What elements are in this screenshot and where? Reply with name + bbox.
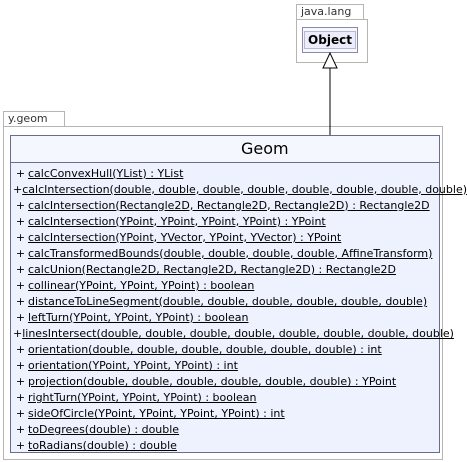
method-signature: toRadians(double) : double — [28, 439, 177, 453]
package-tab-y-geom: y.geom — [3, 111, 65, 126]
method-visibility: + — [15, 198, 26, 212]
method-row[interactable]: +calcTransformedBounds(double, double, d… — [13, 245, 439, 261]
method-visibility: + — [15, 439, 26, 453]
method-signature: distanceToLineSegment(double, double, do… — [28, 294, 428, 308]
method-signature: calcIntersection(double, double, double,… — [22, 182, 467, 196]
package-label-y-geom: y.geom — [8, 112, 48, 125]
class-geom[interactable]: Geom +calcConvexHull(YList) : YList+calc… — [10, 135, 467, 454]
method-visibility: + — [15, 343, 26, 357]
method-visibility: + — [15, 214, 26, 228]
method-visibility: + — [15, 294, 26, 308]
method-list: +calcConvexHull(YList) : YList+calcInter… — [11, 163, 467, 454]
method-visibility: + — [15, 278, 26, 292]
method-row[interactable]: +toRadians(double) : double — [13, 438, 439, 454]
method-row[interactable]: +calcConvexHull(YList) : YList — [13, 165, 439, 181]
method-row[interactable]: +linesIntersect(double, double, double, … — [13, 325, 454, 341]
method-visibility: + — [15, 407, 26, 421]
method-signature: calcUnion(Rectangle2D, Rectangle2D, Rect… — [28, 262, 397, 276]
method-signature: calcIntersection(Rectangle2D, Rectangle2… — [28, 198, 430, 212]
method-signature: rightTurn(YPoint, YPoint, YPoint) : bool… — [28, 391, 257, 405]
method-visibility: + — [13, 182, 23, 196]
method-visibility: + — [15, 230, 26, 244]
method-row[interactable]: +leftTurn(YPoint, YPoint, YPoint) : bool… — [13, 309, 439, 325]
method-signature: calcTransformedBounds(double, double, do… — [28, 246, 433, 260]
method-visibility: + — [15, 391, 26, 405]
method-row[interactable]: +orientation(YPoint, YPoint, YPoint) : i… — [13, 358, 439, 374]
method-row[interactable]: +calcUnion(Rectangle2D, Rectangle2D, Rec… — [13, 261, 439, 277]
method-row[interactable]: +rightTurn(YPoint, YPoint, YPoint) : boo… — [13, 390, 439, 406]
method-visibility: + — [15, 246, 26, 260]
method-row[interactable]: +calcIntersection(double, double, double… — [13, 181, 467, 197]
method-row[interactable]: +calcIntersection(YPoint, YVector, YPoin… — [13, 229, 439, 245]
package-tab-java-lang: java.lang — [296, 4, 364, 19]
method-visibility: + — [13, 326, 23, 340]
package-label-java-lang: java.lang — [301, 5, 352, 18]
method-row[interactable]: +sideOfCircle(YPoint, YPoint, YPoint, YP… — [13, 406, 439, 422]
class-object-name: Object — [304, 31, 356, 49]
method-signature: orientation(YPoint, YPoint, YPoint) : in… — [28, 359, 238, 373]
method-row[interactable]: +calcIntersection(Rectangle2D, Rectangle… — [13, 197, 439, 213]
method-visibility: + — [15, 166, 26, 180]
class-geom-name: Geom — [11, 136, 439, 163]
method-signature: collinear(YPoint, YPoint, YPoint) : bool… — [28, 278, 255, 292]
method-row[interactable]: +distanceToLineSegment(double, double, d… — [13, 293, 439, 309]
method-signature: projection(double, double, double, doubl… — [28, 375, 397, 389]
class-object[interactable]: Object — [302, 27, 358, 53]
method-visibility: + — [15, 262, 26, 276]
method-signature: calcIntersection(YPoint, YPoint, YPoint,… — [28, 214, 326, 228]
method-signature: leftTurn(YPoint, YPoint, YPoint) : boole… — [28, 310, 249, 324]
method-signature: orientation(double, double, double, doub… — [28, 343, 382, 357]
method-visibility: + — [15, 423, 26, 437]
method-signature: toDegrees(double) : double — [28, 423, 180, 437]
method-visibility: + — [15, 375, 26, 389]
method-signature: linesIntersect(double, double, double, d… — [22, 326, 454, 340]
method-row[interactable]: +projection(double, double, double, doub… — [13, 374, 439, 390]
method-row[interactable]: +orientation(double, double, double, dou… — [13, 342, 439, 358]
method-signature: calcIntersection(YPoint, YVector, YPoint… — [28, 230, 342, 244]
method-row[interactable]: +collinear(YPoint, YPoint, YPoint) : boo… — [13, 277, 439, 293]
method-visibility: + — [15, 359, 26, 373]
method-signature: calcConvexHull(YList) : YList — [28, 166, 184, 180]
method-row[interactable]: +calcIntersection(YPoint, YPoint, YPoint… — [13, 213, 439, 229]
method-visibility: + — [15, 310, 26, 324]
method-signature: sideOfCircle(YPoint, YPoint, YPoint, YPo… — [28, 407, 285, 421]
method-row[interactable]: +toDegrees(double) : double — [13, 422, 439, 438]
